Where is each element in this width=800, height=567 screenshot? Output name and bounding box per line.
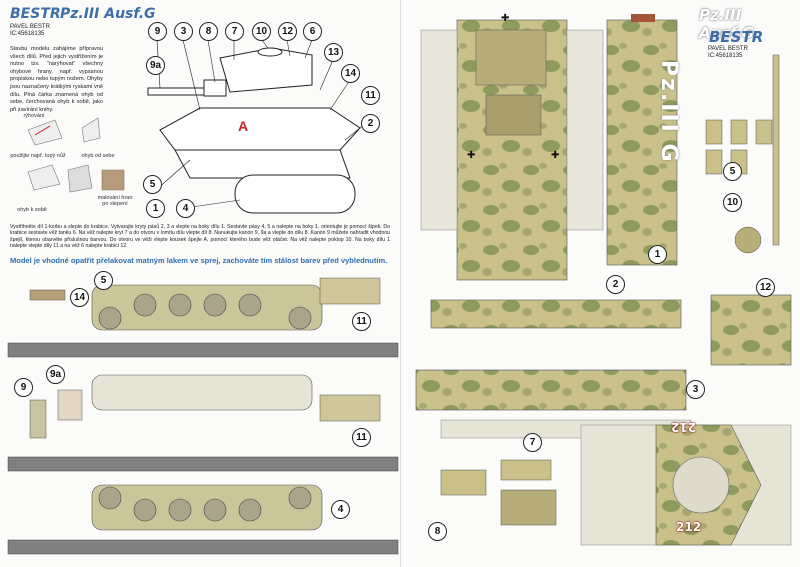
svg-text:✚: ✚ (501, 13, 509, 24)
legend-fold-toward: ohyb k sobě (17, 207, 47, 213)
right-author-name: PAVEL BESTR (708, 46, 748, 52)
letter-a: A (238, 118, 249, 134)
callout-6: 6 (303, 22, 322, 41)
callout-1: 1 (146, 199, 165, 218)
part-4: 4 (331, 500, 350, 519)
turret-number-top: 212 (671, 420, 697, 434)
right-part-7: 7 (523, 433, 542, 452)
callout-4: 4 (176, 199, 195, 218)
right-part-3: 3 (686, 380, 705, 399)
callout-9a: 9a (146, 56, 165, 75)
callout-12: 12 (278, 22, 297, 41)
part-14: 14 (70, 288, 89, 307)
part-11-bottom: 11 (352, 428, 371, 447)
callout-5: 5 (143, 175, 162, 194)
brand-logo: BESTR (10, 6, 61, 22)
right-part-1: 1 (648, 245, 667, 264)
lacquer-note: Model je vhodné opatřit přelakovat matný… (10, 256, 388, 265)
callout-13: 13 (324, 43, 343, 62)
legend-ruler: použijte např. tupý nůž (10, 153, 66, 159)
right-ic-number: IC:45618135 (708, 53, 743, 59)
legend-score: rýhování (23, 113, 45, 119)
part-5: 5 (94, 271, 113, 290)
legend-fold-away: ohyb od sebe (81, 153, 115, 159)
callout-9: 9 (148, 22, 167, 41)
hull-label: Pz.III G (656, 60, 681, 164)
svg-text:✚: ✚ (467, 150, 475, 161)
right-part-5: 5 (723, 162, 742, 181)
callout-7: 7 (225, 22, 244, 41)
assembly-text: Vystřihněte díl 1-korbu a slepte do krab… (10, 224, 390, 250)
right-brand-logo: BESTR (709, 28, 764, 46)
right-part-2: 2 (606, 275, 625, 294)
left-page: BESTR Pz.III Ausf.G PAVEL BESTR IC:45618… (7, 6, 399, 555)
legend-painted: malování hran po slepení (97, 195, 133, 207)
ic-number: IC:45618135 (10, 31, 45, 37)
part-9a: 9a (46, 365, 65, 384)
callout-14: 14 (341, 64, 360, 83)
right-part-sheet: ✚ ✚ ✚ (415, 13, 792, 546)
right-part-8: 8 (428, 522, 447, 541)
part-11-top: 11 (352, 312, 371, 331)
right-model-title: Pz.III Ausf.G (699, 6, 754, 42)
model-title: Pz.III Ausf.G (60, 6, 156, 22)
callout-8: 8 (199, 22, 218, 41)
svg-text:✚: ✚ (551, 150, 559, 161)
assembly-diagram (7, 39, 399, 555)
right-part-10: 10 (723, 193, 742, 212)
part-9: 9 (14, 378, 33, 397)
callout-11: 11 (361, 86, 380, 105)
callout-2: 2 (361, 114, 380, 133)
right-page: Pz.III Ausf.G BESTR PAVEL BESTR IC:45618… (400, 0, 800, 567)
author-name: PAVEL BESTR (10, 24, 50, 30)
right-part-12: 12 (756, 278, 775, 297)
callout-3: 3 (174, 22, 193, 41)
intro-text: Stavbu modelu zahájíme přípravou všech d… (10, 46, 103, 113)
callout-10: 10 (252, 22, 271, 41)
turret-number-bottom: 212 (676, 520, 702, 534)
